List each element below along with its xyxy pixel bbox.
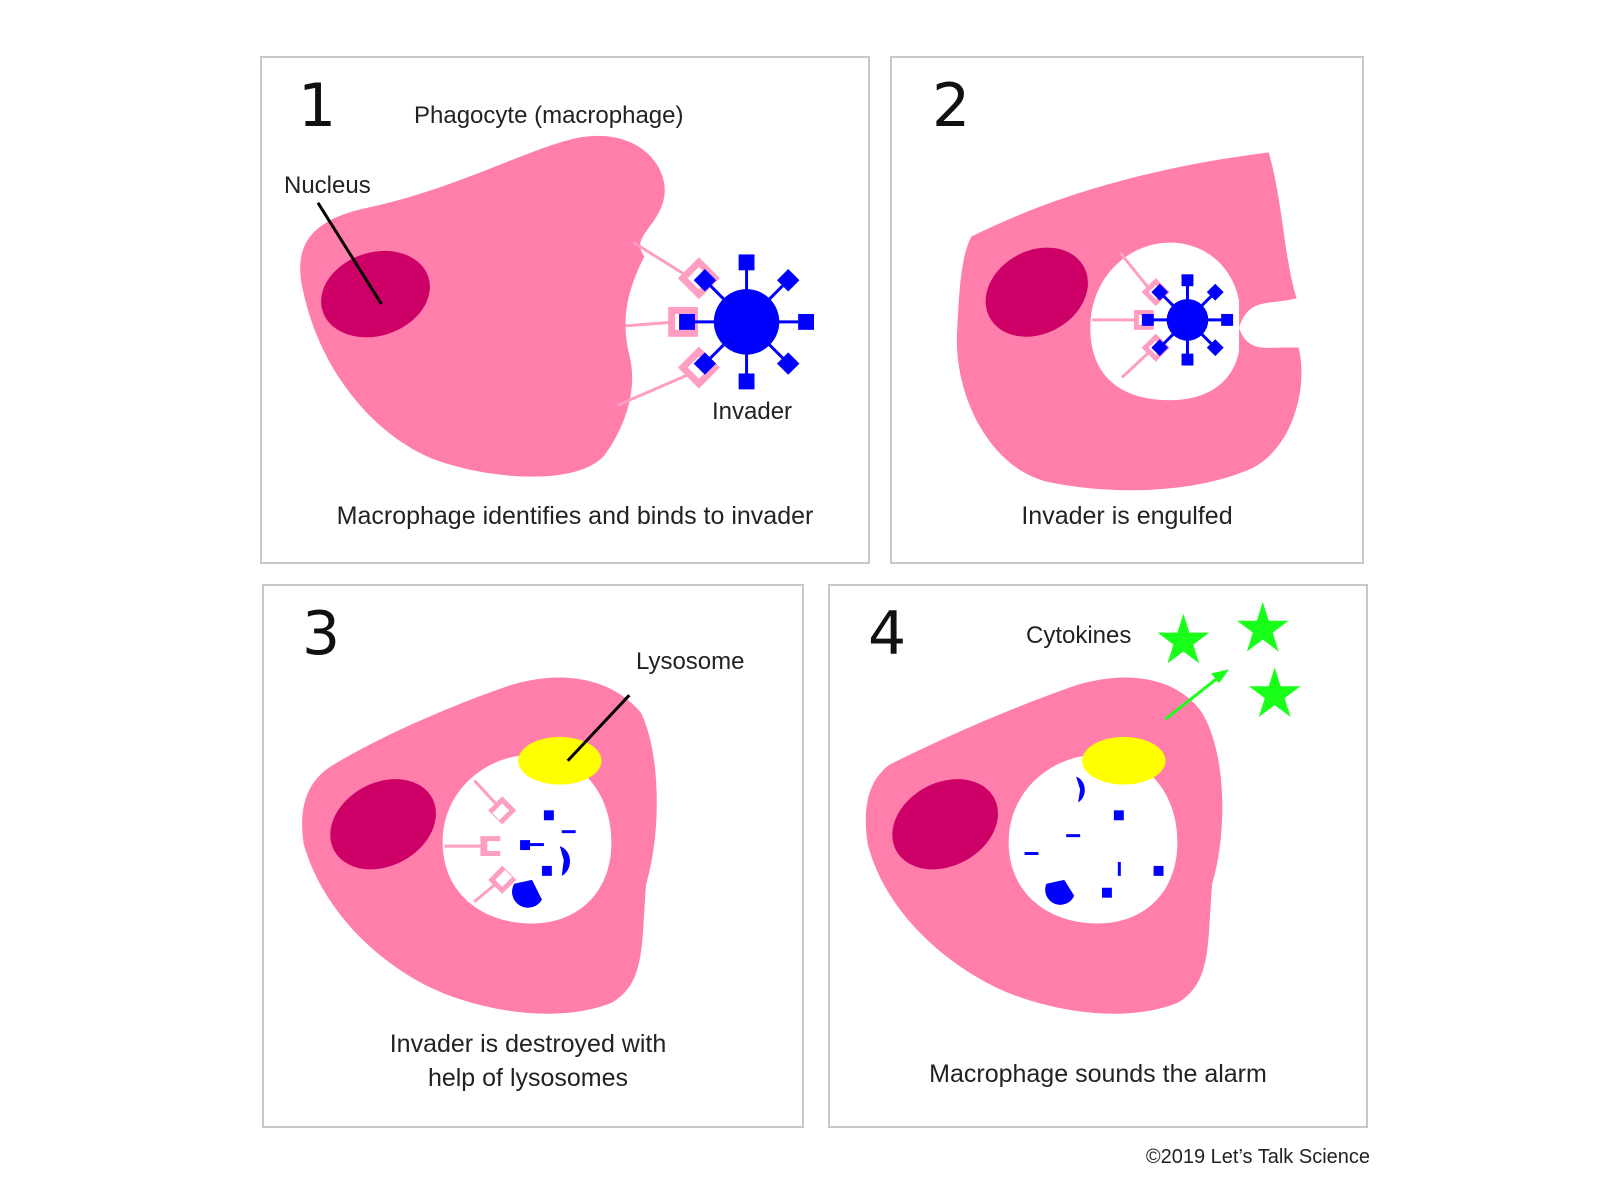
step-number: 4 <box>868 599 907 669</box>
receptor <box>488 796 517 825</box>
lysosome <box>1082 736 1166 785</box>
invader-fragments <box>512 810 576 908</box>
receptor-stalk <box>616 372 692 407</box>
nucleus <box>330 779 436 870</box>
nucleus-label: Nucleus <box>284 172 371 199</box>
panel-1-illustration <box>300 135 815 477</box>
invader-virus <box>679 254 815 390</box>
macrophage-cell <box>956 152 1302 491</box>
receptor-stalk <box>632 241 692 280</box>
step-number: 1 <box>298 71 337 141</box>
phagocyte-label: Phagocyte (macrophage) <box>414 102 684 129</box>
panel-1: 1 Phagocyte (macrophage) Nucleus Invader… <box>260 56 870 564</box>
invader-fragments <box>1024 776 1164 905</box>
panel-3-caption-line-2: help of lysosomes <box>427 1064 629 1092</box>
invader-virus <box>1141 274 1234 366</box>
nucleus-pointer <box>316 202 383 305</box>
cytokine-star <box>1157 613 1210 664</box>
macrophage-cell <box>300 135 665 477</box>
receptor-stalk <box>1118 251 1153 294</box>
panel-4-caption: Macrophage sounds the alarm <box>929 1060 1267 1088</box>
panel-1-caption: Macrophage identifies and binds to invad… <box>336 502 814 530</box>
panel-2: 2 Invader is engulfed <box>890 56 1364 564</box>
cytokine-star <box>1236 601 1289 652</box>
panel-3-illustration <box>302 677 657 1014</box>
panel-2-caption: Invader is engulfed <box>1021 502 1233 530</box>
receptor <box>480 836 502 856</box>
receptor <box>488 865 517 894</box>
copyright-notice: ©2019 Let’s Talk Science <box>1145 1146 1370 1168</box>
lysosome-pointer <box>566 694 631 762</box>
nucleus <box>892 779 998 870</box>
step-number: 3 <box>302 599 341 669</box>
panel-4: 4 Cytokines Macrophage sounds the alarm <box>828 584 1368 1128</box>
nucleus <box>985 247 1088 337</box>
cytokines-label: Cytokines <box>1026 622 1132 649</box>
panel-2-illustration <box>956 152 1302 491</box>
cytokine-star <box>1248 667 1301 718</box>
release-arrow <box>1164 669 1230 721</box>
receptor-stalk <box>1121 348 1153 379</box>
step-number: 2 <box>932 71 971 141</box>
lysosome <box>518 736 602 785</box>
panel-4-illustration <box>865 601 1301 1014</box>
panel-3-caption-line-1: Invader is destroyed with <box>389 1030 667 1058</box>
panel-3: 3 Lysosome Invader is destroyed with hel… <box>262 584 804 1128</box>
receptor-stalk <box>473 779 500 808</box>
lysosome-label: Lysosome <box>636 648 745 675</box>
invader-label: Invader <box>712 398 793 425</box>
